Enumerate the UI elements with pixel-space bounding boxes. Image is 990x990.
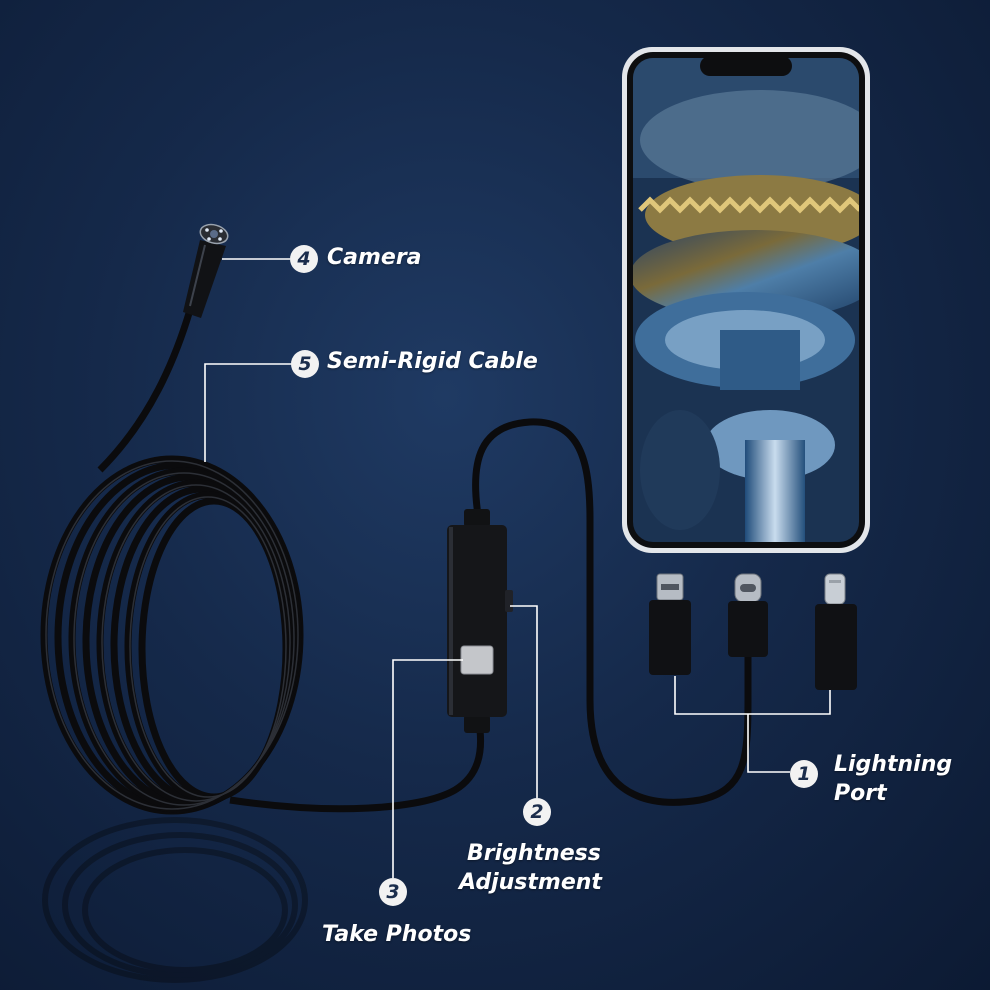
brightness-label-line1: Brightness [467, 841, 601, 866]
brightness-label-line2: Adjustment [459, 870, 602, 895]
micro-usb-plug-icon [649, 573, 691, 675]
leader-lines [204, 258, 831, 878]
camera-lens-icon [210, 230, 218, 238]
cable-label: Semi-Rigid Cable [327, 349, 538, 374]
control-box [447, 509, 513, 733]
brightness-wheel [505, 590, 513, 612]
lightning-label-line1: Lightning [834, 752, 953, 777]
camera-number-badge: 4 [290, 245, 318, 273]
coil-highlights [45, 460, 299, 810]
coil-to-controller-cable [229, 729, 485, 813]
camera-head [183, 223, 229, 318]
lightning-number-badge: 1 [790, 760, 818, 788]
phone-screen-image [633, 58, 859, 542]
photo-button [460, 645, 494, 675]
phone-notch [700, 56, 792, 76]
lightning-plug-icon [815, 573, 857, 690]
photos-label: Take Photos [322, 922, 472, 947]
camera-cable [97, 308, 194, 473]
smartphone [622, 47, 870, 553]
usb-c-plug-icon [728, 573, 768, 657]
controller-loop-cable [472, 418, 752, 806]
brightness-number-badge: 2 [523, 798, 551, 826]
camera-label: Camera [327, 245, 422, 270]
cable-number-badge: 5 [291, 350, 319, 378]
lightning-label-line2: Port [834, 781, 887, 806]
photos-number-badge: 3 [379, 878, 407, 906]
coil-reflection [42, 817, 308, 983]
